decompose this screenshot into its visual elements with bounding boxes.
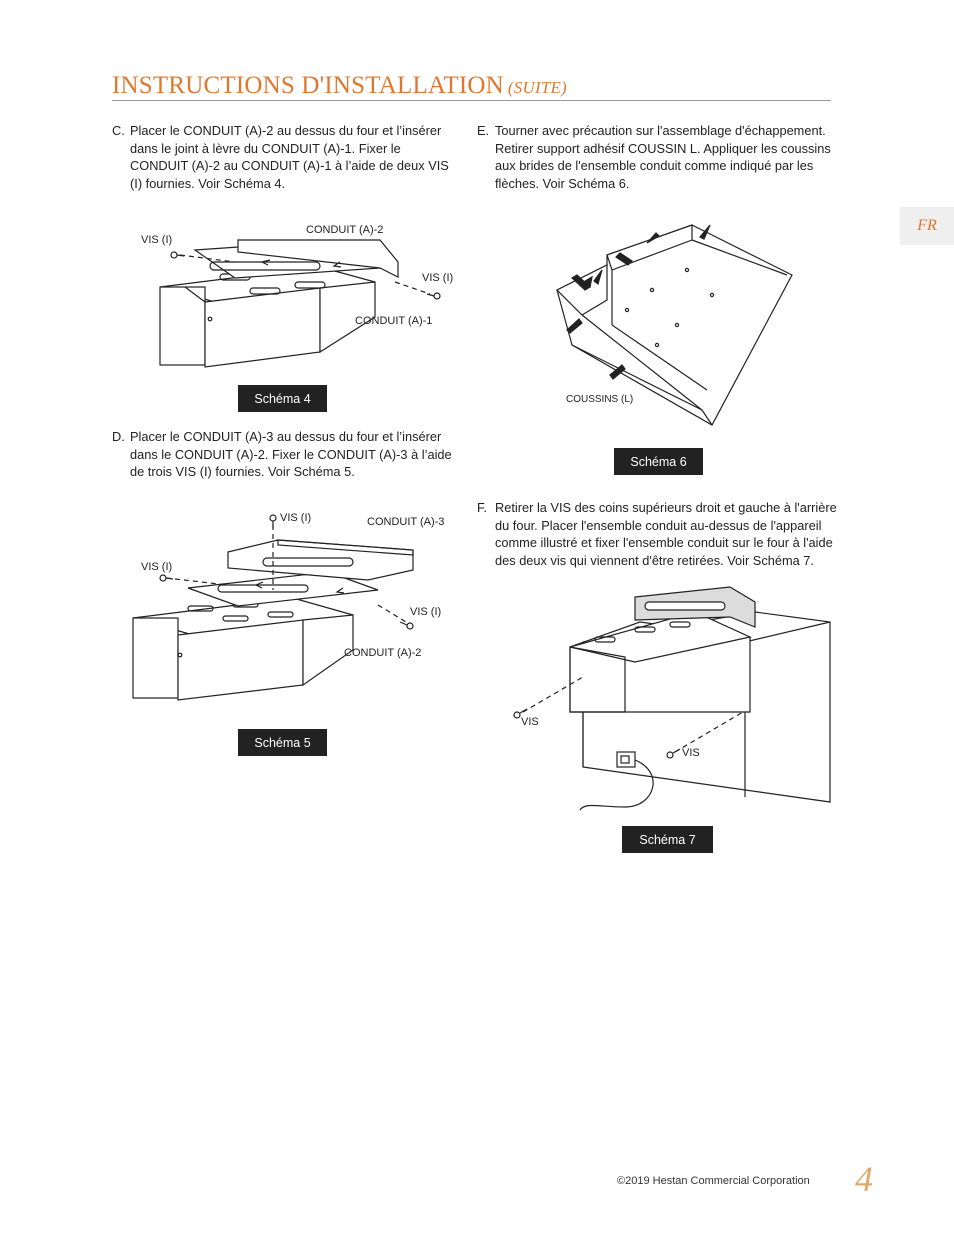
screw-icon xyxy=(666,748,681,759)
title-rule xyxy=(112,100,831,101)
step-letter: F. xyxy=(477,500,487,515)
step-text: Placer le CONDUIT (A)-2 au dessus du fou… xyxy=(130,123,449,191)
screw-icon xyxy=(513,708,528,719)
figure-5-caption: Schéma 5 xyxy=(238,729,327,756)
screw-icon xyxy=(159,574,174,582)
label-conduit-a2: CONDUIT (A)-2 xyxy=(306,224,384,236)
figure-7-drawing xyxy=(513,586,831,811)
label-conduit-a3: CONDUIT (A)-3 xyxy=(367,516,445,528)
figure-5 xyxy=(128,510,438,710)
figure-6 xyxy=(552,215,802,430)
screw-icon xyxy=(399,621,414,630)
step-letter: E. xyxy=(477,123,490,138)
label-conduit-a2: CONDUIT (A)-2 xyxy=(344,647,422,659)
label-vis-right: VIS (I) xyxy=(422,272,454,284)
language-tab: FR xyxy=(900,207,954,245)
figure-4 xyxy=(140,222,460,372)
label-vis-left: VIS xyxy=(521,716,539,728)
step-d: D. Placer le CONDUIT (A)-3 au dessus du … xyxy=(112,428,464,481)
title-suite: (SUITE) xyxy=(507,78,567,97)
step-f: F. Retirer la VIS des coins supérieurs d… xyxy=(477,499,847,569)
step-text: Retirer la VIS des coins supérieurs droi… xyxy=(495,500,837,568)
label-vis-left: VIS (I) xyxy=(141,234,173,246)
screw-icon xyxy=(426,292,441,300)
figure-7-caption: Schéma 7 xyxy=(622,826,713,853)
step-letter: D. xyxy=(112,429,125,444)
title-main: INSTRUCTIONS D'INSTALLATION xyxy=(112,72,504,99)
step-text: Placer le CONDUIT (A)-3 au dessus du fou… xyxy=(130,429,452,479)
step-e: E. Tourner avec précaution sur l'assembl… xyxy=(477,122,847,192)
screw-icon xyxy=(269,514,277,528)
page-title: INSTRUCTIONS D'INSTALLATION(SUITE) xyxy=(112,72,567,100)
label-conduit-a1: CONDUIT (A)-1 xyxy=(355,315,433,327)
label-vis-right: VIS (I) xyxy=(410,606,442,618)
step-c: C. Placer le CONDUIT (A)-2 au dessus du … xyxy=(112,122,462,192)
label-coussins: COUSSINS (L) xyxy=(566,394,634,405)
page-number: 4 xyxy=(855,1159,873,1199)
figure-5-drawing xyxy=(132,514,414,701)
label-vis-top: VIS (I) xyxy=(280,512,312,524)
figure-6-caption: Schéma 6 xyxy=(614,448,703,475)
screw-icon xyxy=(170,251,185,259)
step-text: Tourner avec précaution sur l'assemblage… xyxy=(495,123,831,191)
figure-6-drawing xyxy=(555,224,793,426)
figure-7 xyxy=(505,582,840,822)
figure-4-caption: Schéma 4 xyxy=(238,385,327,412)
label-vis-right: VIS xyxy=(682,747,700,759)
label-vis-left: VIS (I) xyxy=(141,561,173,573)
copyright-text: ©2019 Hestan Commercial Corporation xyxy=(617,1175,810,1187)
step-letter: C. xyxy=(112,123,125,138)
figure-4-drawing xyxy=(159,239,441,368)
